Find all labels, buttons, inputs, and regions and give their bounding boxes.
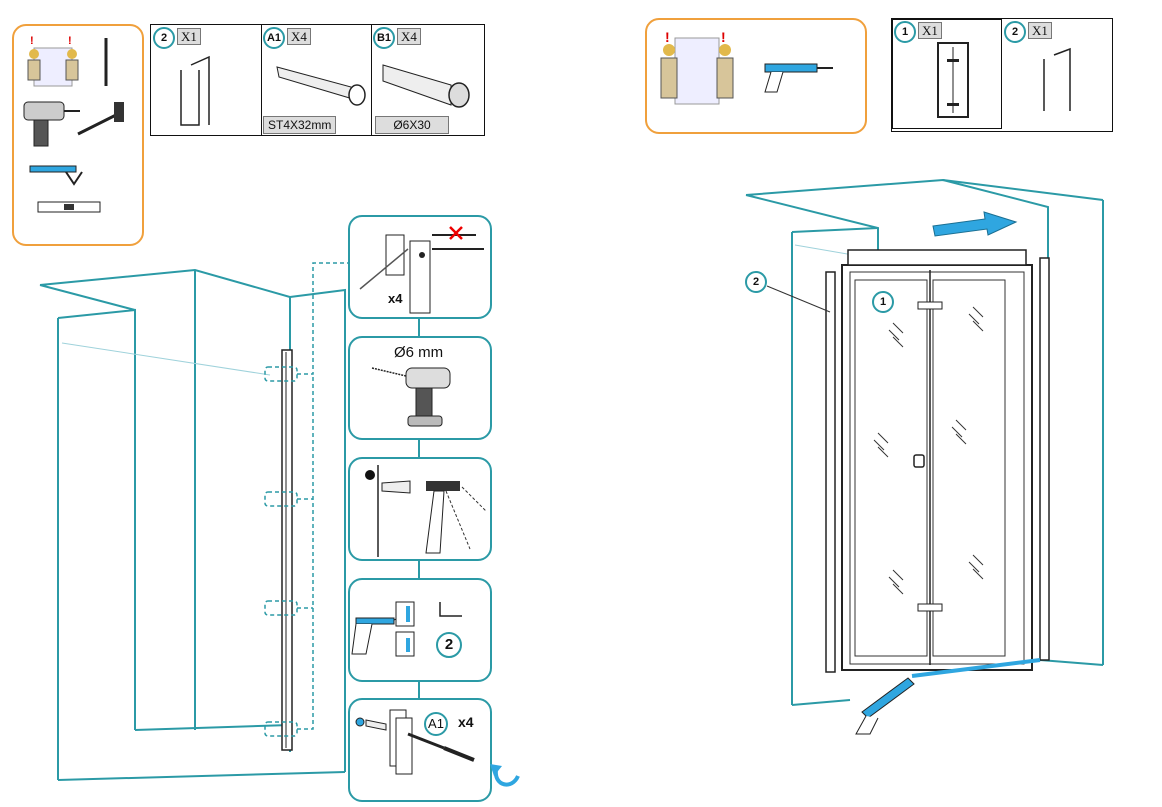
door-label-badge: 1: [872, 291, 894, 313]
part-b1-spec: Ø6X30: [375, 116, 449, 134]
svg-text:!: !: [68, 35, 72, 47]
slide-arrow: [932, 211, 1018, 237]
svg-text:!: !: [721, 29, 726, 45]
guide-line: [61, 342, 271, 376]
right-parts-illustration: [937, 42, 1071, 118]
part-1-qty: X1: [918, 22, 942, 39]
profile-left: [825, 271, 836, 673]
svg-text:!: !: [665, 29, 670, 45]
insert-plugs-illustration: [365, 465, 487, 557]
drill-marks: [264, 262, 349, 737]
drill-size: Ø6 mm: [394, 344, 444, 361]
part-b1-qty: X4: [397, 28, 421, 45]
apply-sealant-illustration: [351, 601, 462, 657]
profile-right: [1039, 257, 1050, 661]
part-a1-spec: ST4X32mm: [263, 116, 337, 134]
left-parts-box: 2 X1 A1 X4 ST4X32mm B1 X4 Ø6X30: [150, 24, 485, 136]
bifold-door: [841, 249, 1033, 671]
step-apply-sealant: 2: [348, 578, 492, 682]
step-insert-plugs: [348, 457, 492, 561]
step-fix-screws: A1 x4: [348, 698, 492, 802]
left-parts-illustration: [180, 55, 470, 126]
screw-a1-badge: A1: [424, 712, 448, 736]
screw-count: x4: [458, 714, 474, 730]
part-2-badge: 2: [153, 27, 175, 49]
right-tools-illustration: ! !: [660, 29, 833, 105]
part-1-badge: 1: [894, 21, 916, 43]
fix-screws-illustration: [355, 709, 475, 775]
mark-holes-illustration: [359, 226, 484, 314]
wall-plug-drawing: [382, 64, 470, 108]
profile-label-badge: 2: [745, 271, 767, 293]
tools-panel: ! !: [12, 24, 144, 246]
drill-illustration: [371, 367, 451, 427]
silicone-bead: [911, 658, 1041, 678]
mark-count: x4: [388, 291, 403, 306]
part-2-qty: X1: [177, 28, 201, 45]
part-2-right-badge: 2: [1004, 21, 1026, 43]
tools-illustration: ! !: [23, 35, 124, 213]
part-a1-qty: X4: [287, 28, 311, 45]
right-parts-box: 1 X1 2 X1: [891, 18, 1113, 132]
part-b1-badge: B1: [373, 27, 395, 49]
wall-profile: [281, 349, 293, 751]
sealant-profile-badge: 2: [436, 632, 462, 658]
part-a1-badge: A1: [263, 27, 285, 49]
step-mark-holes: x4: [348, 215, 492, 319]
step-drill: Ø6 mm: [348, 336, 492, 440]
part-2-right-qty: X1: [1028, 22, 1052, 39]
right-tools-panel: ! !: [645, 18, 867, 134]
svg-text:!: !: [30, 35, 34, 47]
screw-drawing: [276, 66, 366, 106]
